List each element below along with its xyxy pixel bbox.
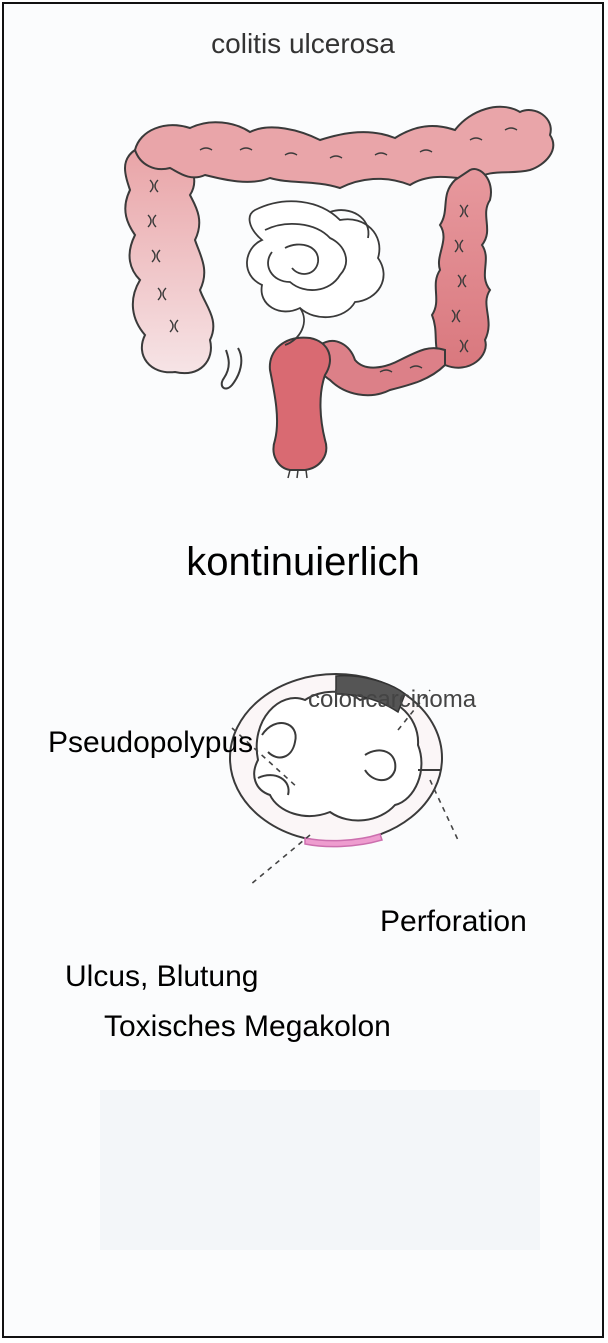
complication-box <box>100 1090 540 1250</box>
label-pseudopolypus: Pseudopolypus <box>48 726 253 760</box>
small-intestine <box>247 201 384 345</box>
rectum <box>270 338 330 470</box>
label-coloncarcinoma: coloncarcinoma <box>308 686 476 714</box>
label-ulcus-blutung: Ulcus, Blutung <box>65 960 258 994</box>
descending-colon <box>432 169 491 368</box>
label-toxisches-megakolon: Toxisches Megakolon <box>104 1010 391 1044</box>
distribution-pattern: kontinuierlich <box>0 540 606 585</box>
label-perforation: Perforation <box>380 905 527 939</box>
fold-upper <box>365 750 395 780</box>
colon-illustration <box>125 107 553 478</box>
ascending-colon <box>125 150 213 373</box>
appendix <box>222 348 242 389</box>
transverse-colon <box>135 107 553 188</box>
sigmoid-colon <box>315 341 445 395</box>
